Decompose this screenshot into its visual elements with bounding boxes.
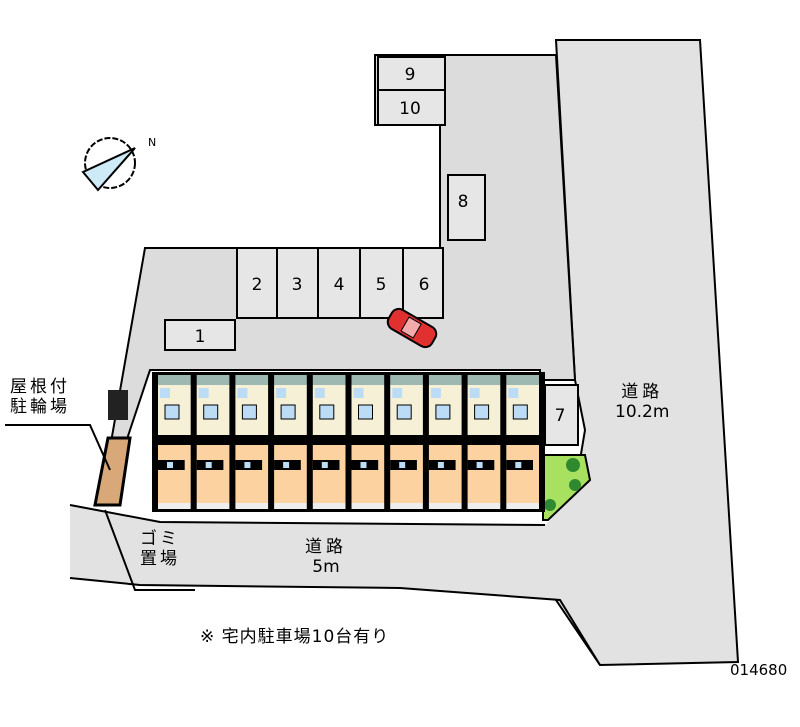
apartment-unit: [235, 375, 269, 509]
space-label-1: 1: [195, 327, 206, 347]
apartment-unit: [274, 375, 307, 509]
space-label-5: 5: [376, 275, 387, 295]
space-label-6: 6: [419, 275, 430, 295]
garbage-box: [108, 390, 128, 420]
space-label-3: 3: [292, 275, 303, 295]
road-bottom: [70, 480, 600, 665]
apartment-unit: [467, 375, 501, 509]
apartment-unit: [390, 375, 423, 509]
parking-space-6: [402, 247, 444, 319]
apartment-unit: [506, 375, 539, 509]
space-label-8: 8: [458, 192, 469, 212]
garbage-area-label: ゴミ置場: [140, 529, 180, 569]
parking-spaces: [164, 56, 579, 446]
car-icon: [386, 307, 438, 349]
parking-note: ※ 宅内駐車場10台有り: [200, 627, 390, 647]
bicycle-parking-label: 屋根付駐輪場: [10, 377, 70, 417]
apartment-unit: [196, 375, 230, 509]
apartment-unit: [428, 375, 462, 509]
space-label-7: 7: [555, 406, 566, 426]
apartment-unit: [312, 375, 346, 509]
apartment-building: [152, 372, 545, 512]
space-label-2: 2: [252, 275, 263, 295]
space-label-9: 9: [405, 65, 416, 85]
space-label-10: 10: [399, 99, 421, 119]
parking-space-8: [447, 174, 486, 241]
apartment-unit: [158, 375, 191, 509]
apartment-unit: [351, 375, 385, 509]
parking-space-10: [377, 89, 446, 126]
space-label-4: 4: [334, 275, 345, 295]
svg-text:N: N: [148, 136, 156, 149]
bicycle-shed: [93, 436, 132, 507]
property-code: 014680: [730, 661, 788, 679]
parking-space-1: [164, 319, 236, 351]
parking-space-9: [377, 56, 446, 91]
north-arrow-icon: N: [81, 136, 156, 192]
